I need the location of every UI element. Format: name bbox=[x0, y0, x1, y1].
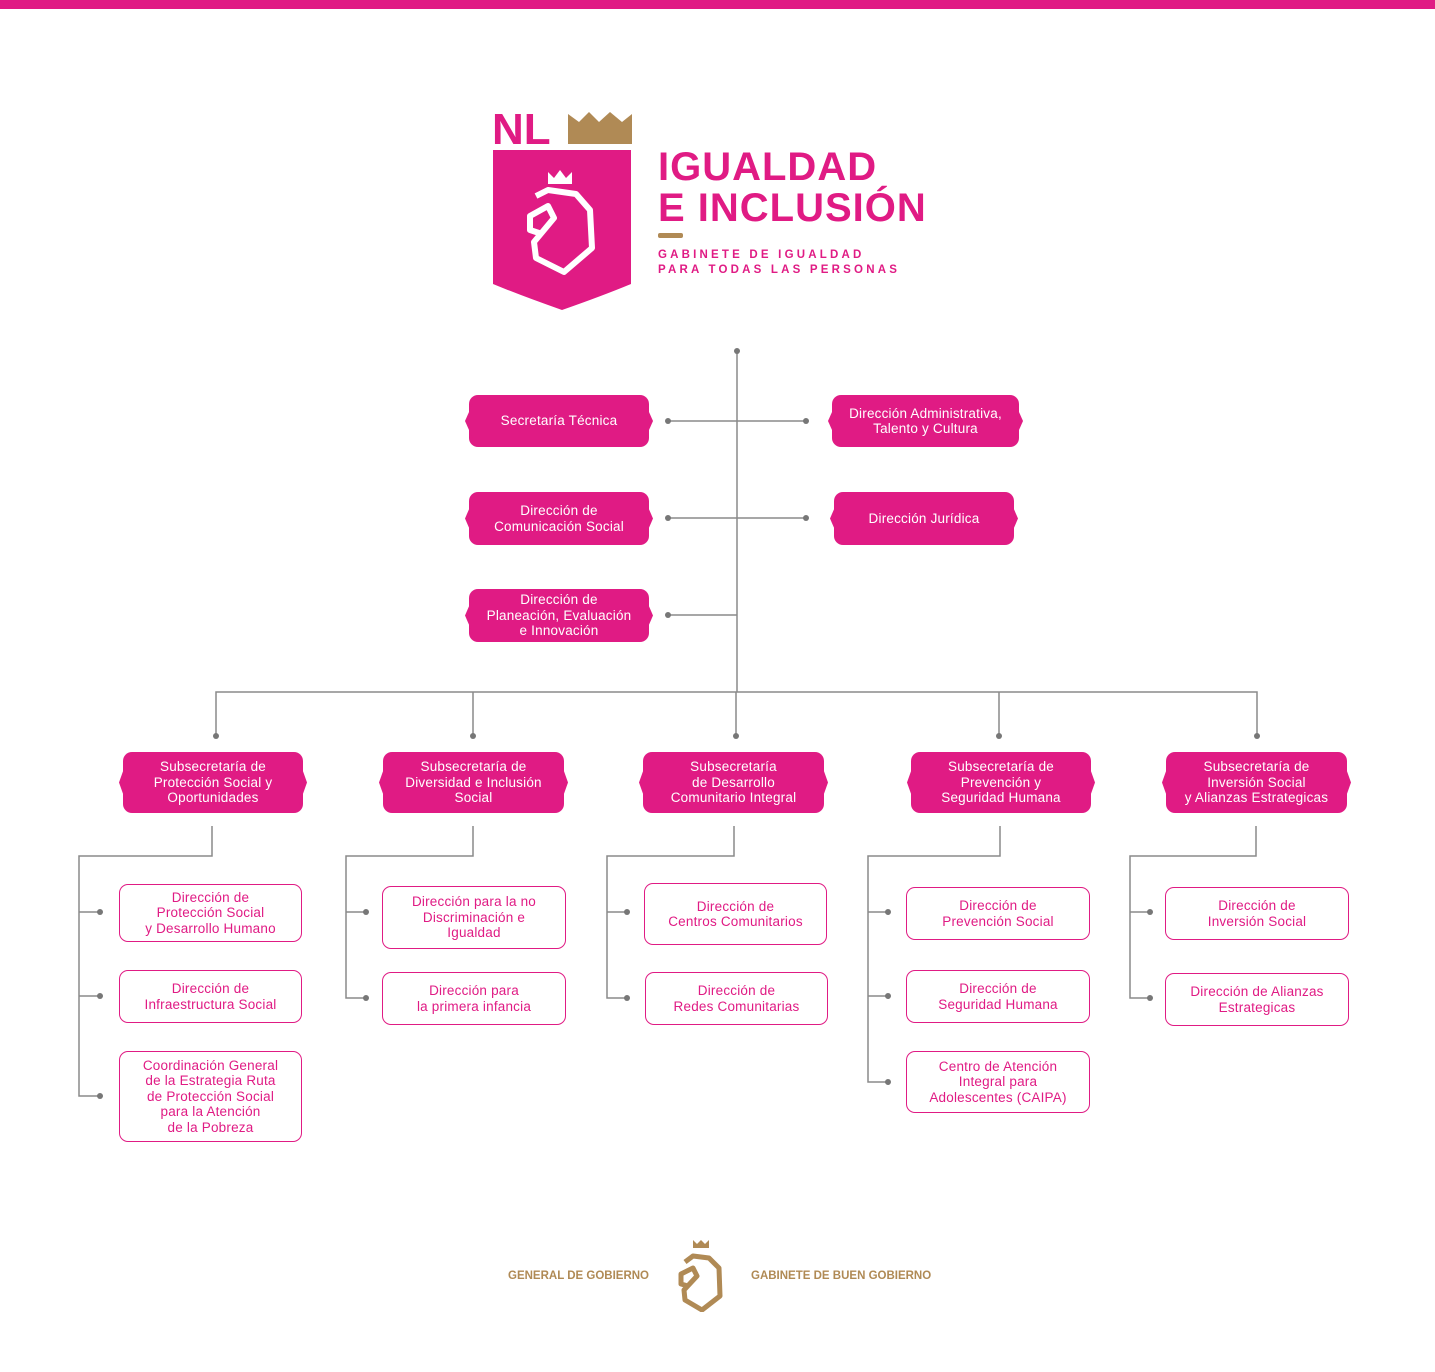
subsecretaria-desarrollo-comunitario[interactable]: Subsecretaría de Desarrollo Comunitario … bbox=[643, 752, 824, 813]
top-accent-bar bbox=[0, 0, 1435, 9]
direccion-alianzas-estrategicas[interactable]: Dirección de Alianzas Estrategicas bbox=[1165, 973, 1349, 1026]
direccion-proteccion-social[interactable]: Dirección de Protección Social y Desarro… bbox=[119, 884, 302, 942]
direccion-infraestructura-social[interactable]: Dirección de Infraestructura Social bbox=[119, 970, 302, 1023]
subtitle-line-2: PARA TODAS LAS PERSONAS bbox=[658, 264, 901, 276]
subsecretaria-inversion-social[interactable]: Subsecretaría de Inversión Social y Alia… bbox=[1166, 752, 1347, 813]
unit-direccion-juridica[interactable]: Dirección Jurídica bbox=[834, 492, 1014, 545]
lion-emblem-icon bbox=[675, 1240, 725, 1317]
subsecretaria-proteccion-social[interactable]: Subsecretaría de Protección Social y Opo… bbox=[123, 752, 303, 813]
title-line-2: E INCLUSIÓN bbox=[658, 186, 927, 230]
direccion-centros-comunitarios[interactable]: Dirección de Centros Comunitarios bbox=[644, 883, 827, 945]
direccion-seguridad-humana[interactable]: Dirección de Seguridad Humana bbox=[906, 970, 1090, 1023]
direccion-prevencion-social[interactable]: Dirección de Prevención Social bbox=[906, 887, 1090, 940]
direccion-no-discriminacion[interactable]: Dirección para la no Discriminación e Ig… bbox=[382, 886, 566, 949]
unit-direccion-administrativa[interactable]: Dirección Administrativa, Talento y Cult… bbox=[832, 395, 1019, 447]
subsecretaria-prevencion[interactable]: Subsecretaría de Prevención y Seguridad … bbox=[911, 752, 1091, 813]
svg-text:NL: NL bbox=[492, 106, 551, 154]
direccion-primera-infancia[interactable]: Dirección para la primera infancia bbox=[382, 972, 566, 1025]
unit-secretaria-tecnica[interactable]: Secretaría Técnica bbox=[469, 395, 649, 447]
footer-right-label: GABINETE DE BUEN GOBIERNO bbox=[751, 1270, 932, 1282]
footer-left-label: GENERAL DE GOBIERNO bbox=[508, 1270, 649, 1282]
unit-direccion-comunicacion[interactable]: Dirección de Comunicación Social bbox=[469, 492, 649, 545]
nl-logo: NL bbox=[492, 105, 634, 312]
direccion-redes-comunitarias[interactable]: Dirección de Redes Comunitarias bbox=[645, 972, 828, 1025]
coordinacion-ruta-proteccion[interactable]: Coordinación General de la Estrategia Ru… bbox=[119, 1051, 302, 1142]
subsecretaria-diversidad[interactable]: Subsecretaría de Diversidad e Inclusión … bbox=[383, 752, 564, 813]
unit-direccion-planeacion[interactable]: Dirección de Planeación, Evaluación e In… bbox=[469, 589, 649, 642]
title-line-1: IGUALDAD bbox=[658, 145, 878, 189]
subtitle-line-1: GABINETE DE IGUALDAD bbox=[658, 249, 865, 261]
gold-dash bbox=[658, 233, 683, 238]
centro-caipa[interactable]: Centro de Atención Integral para Adolesc… bbox=[906, 1051, 1090, 1113]
direccion-inversion-social[interactable]: Dirección de Inversión Social bbox=[1165, 887, 1349, 940]
